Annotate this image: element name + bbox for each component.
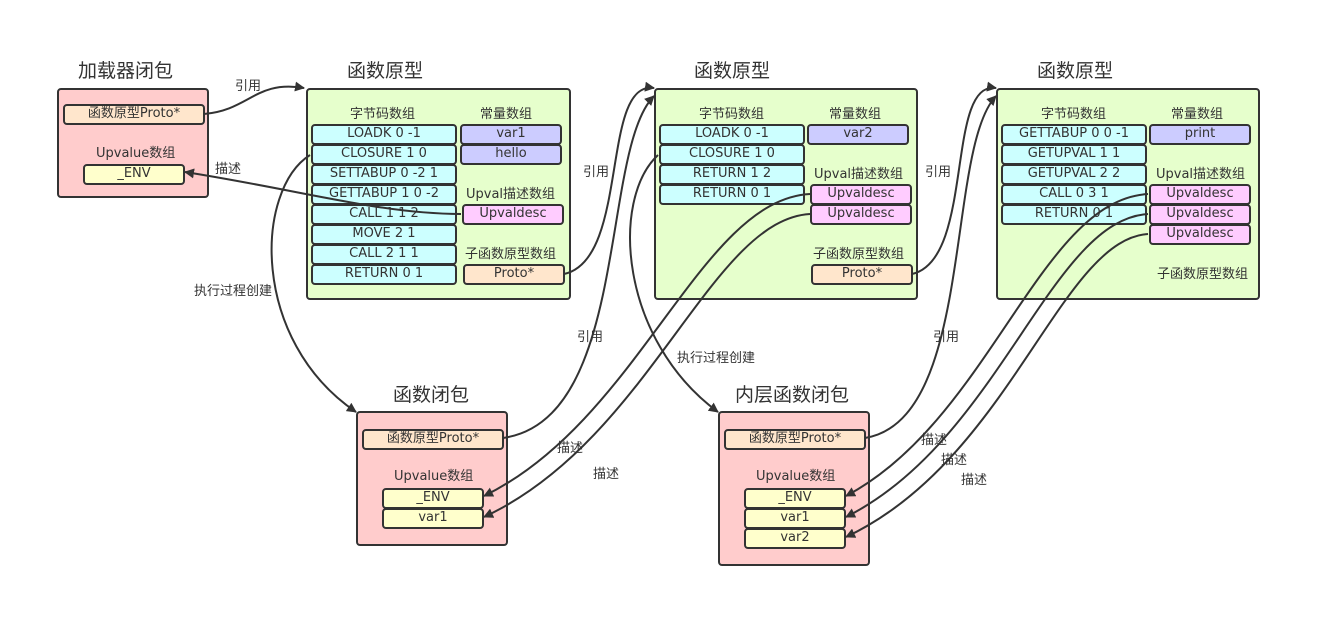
edge-proto2-sub-ref-proto3 bbox=[911, 81, 997, 275]
loader-closure-proto-ptr[interactable]: 函数原型Proto* bbox=[63, 104, 205, 125]
func-closure-title: 函数闭包 bbox=[393, 384, 470, 406]
proto2-code-2[interactable]: RETURN 1 2 bbox=[659, 164, 805, 185]
proto1-sub-proto-0[interactable]: Proto* bbox=[463, 264, 565, 285]
inner-closure-upvalue-2[interactable]: var2 bbox=[744, 528, 846, 549]
proto1-code-3[interactable]: GETTABUP 1 0 -2 bbox=[311, 184, 457, 205]
proto2-sub-proto-label: 子函数原型数组 bbox=[813, 247, 905, 262]
inner-closure-title: 内层函数闭包 bbox=[735, 384, 850, 406]
proto3-code-3[interactable]: CALL 0 3 1 bbox=[1001, 184, 1147, 205]
proto1-code-4[interactable]: CALL 1 1 2 bbox=[311, 204, 457, 225]
func-closure-proto-ptr[interactable]: 函数原型Proto* bbox=[362, 429, 504, 450]
inner-closure-panel: 函数原型Proto* Upvalue数组 _ENV var1 var2 bbox=[718, 411, 870, 566]
proto1-const-0[interactable]: var1 bbox=[460, 124, 562, 145]
inner-closure-upvalue-label: Upvalue数组 bbox=[756, 469, 836, 484]
edge-label-desc2b: 描述 bbox=[593, 467, 620, 482]
proto1-sub-proto-label: 子函数原型数组 bbox=[465, 247, 557, 262]
loader-closure-upvalue-0[interactable]: _ENV bbox=[83, 164, 185, 185]
proto3-sub-proto-label: 子函数原型数组 bbox=[1157, 267, 1249, 282]
edge-proto1-sub-ref-proto2 bbox=[563, 81, 655, 275]
proto3-upval-desc-1[interactable]: Upvaldesc bbox=[1149, 204, 1251, 225]
proto1-upval-desc-0[interactable]: Upvaldesc bbox=[462, 204, 564, 225]
proto3-const-label: 常量数组 bbox=[1171, 107, 1224, 122]
proto2-code-3[interactable]: RETURN 0 1 bbox=[659, 184, 805, 205]
proto2-panel: 字节码数组 常量数组 LOADK 0 -1 CLOSURE 1 0 RETURN… bbox=[654, 88, 918, 300]
func-closure-panel: 函数原型Proto* Upvalue数组 _ENV var1 bbox=[356, 411, 508, 546]
loader-closure-upvalue-label: Upvalue数组 bbox=[96, 146, 176, 161]
proto3-upval-desc-2[interactable]: Upvaldesc bbox=[1149, 224, 1251, 245]
edge-label-ref4: 引用 bbox=[925, 165, 952, 180]
proto2-title: 函数原型 bbox=[694, 60, 771, 82]
proto1-const-1[interactable]: hello bbox=[460, 144, 562, 165]
edge-label-desc3a: 描述 bbox=[921, 433, 948, 448]
func-closure-upvalue-0[interactable]: _ENV bbox=[382, 488, 484, 509]
edge-label-create1: 执行过程创建 bbox=[194, 284, 273, 299]
proto1-code-2[interactable]: SETTABUP 0 -2 1 bbox=[311, 164, 457, 185]
proto2-code-label: 字节码数组 bbox=[699, 107, 765, 122]
proto1-code-5[interactable]: MOVE 2 1 bbox=[311, 224, 457, 245]
loader-closure-panel: 函数原型Proto* Upvalue数组 _ENV bbox=[57, 88, 209, 198]
proto2-upval-desc-0[interactable]: Upvaldesc bbox=[810, 184, 912, 205]
proto3-code-label: 字节码数组 bbox=[1041, 107, 1107, 122]
proto3-code-4[interactable]: RETURN 0 1 bbox=[1001, 204, 1147, 225]
loader-closure-title: 加载器闭包 bbox=[78, 60, 174, 82]
proto1-code-7[interactable]: RETURN 0 1 bbox=[311, 264, 457, 285]
proto2-upval-desc-1[interactable]: Upvaldesc bbox=[810, 204, 912, 225]
proto3-code-0[interactable]: GETTABUP 0 0 -1 bbox=[1001, 124, 1147, 145]
inner-closure-upvalue-0[interactable]: _ENV bbox=[744, 488, 846, 509]
proto1-title: 函数原型 bbox=[347, 60, 424, 82]
proto1-upval-desc-label: Upval描述数组 bbox=[466, 187, 556, 202]
proto2-upval-desc-label: Upval描述数组 bbox=[814, 167, 904, 182]
edge-label-desc2a: 描述 bbox=[557, 441, 584, 456]
proto3-upval-desc-label: Upval描述数组 bbox=[1156, 167, 1246, 182]
edge-label-ref2: 引用 bbox=[583, 165, 610, 180]
inner-closure-upvalue-1[interactable]: var1 bbox=[744, 508, 846, 529]
edge-label-desc3b: 描述 bbox=[941, 453, 968, 468]
edge-label-ref3: 引用 bbox=[577, 330, 604, 345]
edge-label-ref1: 引用 bbox=[235, 79, 262, 94]
proto3-code-1[interactable]: GETUPVAL 1 1 bbox=[1001, 144, 1147, 165]
edge-label-ref5: 引用 bbox=[933, 330, 960, 345]
proto1-panel: 字节码数组 常量数组 LOADK 0 -1 CLOSURE 1 0 SETTAB… bbox=[306, 88, 571, 300]
proto3-const-0[interactable]: print bbox=[1149, 124, 1251, 145]
func-closure-upvalue-label: Upvalue数组 bbox=[394, 469, 474, 484]
inner-closure-proto-ptr[interactable]: 函数原型Proto* bbox=[724, 429, 866, 450]
proto2-code-0[interactable]: LOADK 0 -1 bbox=[659, 124, 805, 145]
proto2-sub-proto-0[interactable]: Proto* bbox=[811, 264, 913, 285]
proto2-code-1[interactable]: CLOSURE 1 0 bbox=[659, 144, 805, 165]
edge-label-desc1: 描述 bbox=[215, 162, 242, 177]
proto3-upval-desc-0[interactable]: Upvaldesc bbox=[1149, 184, 1251, 205]
proto3-code-2[interactable]: GETUPVAL 2 2 bbox=[1001, 164, 1147, 185]
edge-label-desc3c: 描述 bbox=[961, 473, 988, 488]
proto1-code-1[interactable]: CLOSURE 1 0 bbox=[311, 144, 457, 165]
proto2-const-0[interactable]: var2 bbox=[807, 124, 909, 145]
edge-label-create2: 执行过程创建 bbox=[677, 351, 756, 366]
proto1-code-label: 字节码数组 bbox=[350, 107, 416, 122]
proto2-const-label: 常量数组 bbox=[829, 107, 882, 122]
proto1-const-label: 常量数组 bbox=[480, 107, 533, 122]
func-closure-upvalue-1[interactable]: var1 bbox=[382, 508, 484, 529]
proto1-code-6[interactable]: CALL 2 1 1 bbox=[311, 244, 457, 265]
proto3-panel: 字节码数组 常量数组 GETTABUP 0 0 -1 GETUPVAL 1 1 … bbox=[996, 88, 1260, 300]
proto1-code-0[interactable]: LOADK 0 -1 bbox=[311, 124, 457, 145]
proto3-title: 函数原型 bbox=[1037, 60, 1114, 82]
